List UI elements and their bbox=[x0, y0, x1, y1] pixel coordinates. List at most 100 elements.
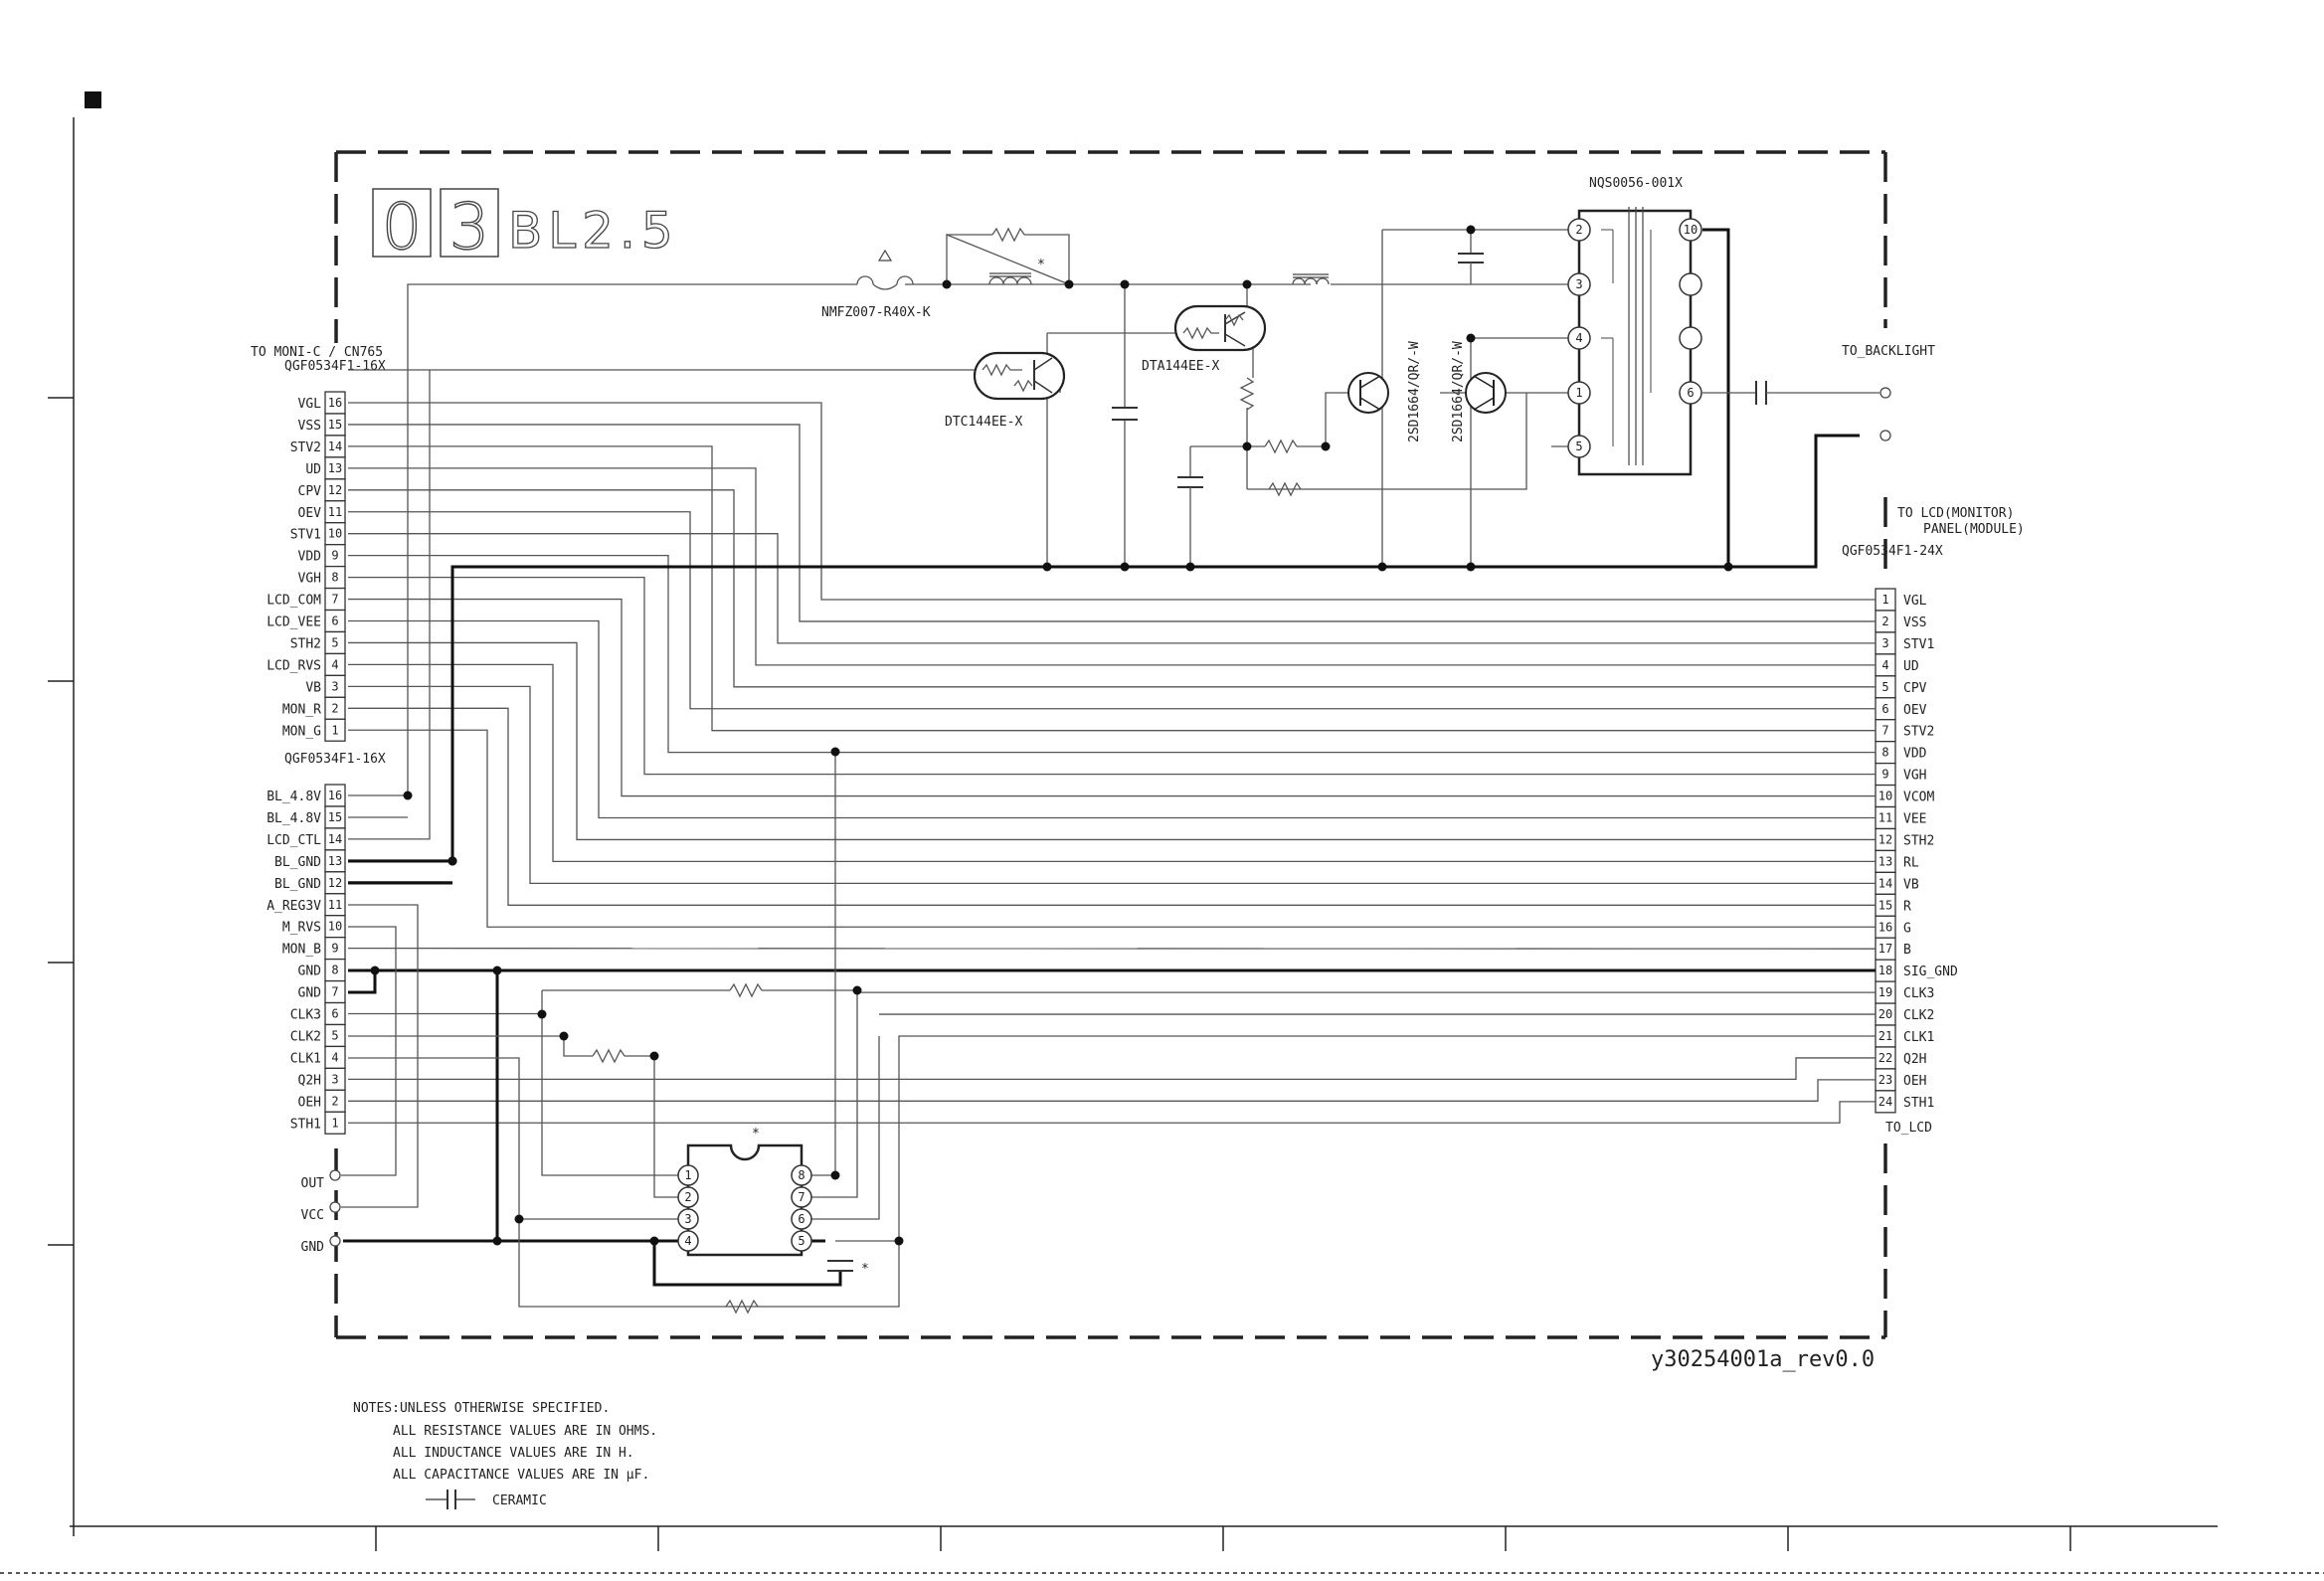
right-pin-number: 6 bbox=[1881, 702, 1888, 716]
transformer-pin-4: 4 bbox=[1575, 331, 1582, 345]
left-bottom-pin-number: 11 bbox=[328, 898, 342, 912]
left-bottom-pin-number: 5 bbox=[331, 1028, 338, 1042]
left-top-pin-number: 7 bbox=[331, 593, 338, 607]
ic-pin-3: 3 bbox=[684, 1212, 691, 1226]
signal-wires bbox=[347, 370, 1877, 1124]
right-pin-number: 21 bbox=[1878, 1029, 1892, 1043]
right-pin-number: 19 bbox=[1878, 985, 1892, 999]
left-top-pin-label: VGL bbox=[298, 397, 322, 412]
right-pin-number: 9 bbox=[1881, 768, 1888, 782]
transformer-pin-5: 5 bbox=[1575, 439, 1582, 453]
transformer-pin-2: 2 bbox=[1575, 223, 1582, 237]
signal-wire bbox=[347, 948, 1877, 950]
transformer bbox=[1567, 207, 1702, 476]
left-top-pin-number: 15 bbox=[328, 418, 342, 432]
left-top-connector-part: QGF0534F1-16X bbox=[284, 359, 386, 374]
left-top-pin-number: 16 bbox=[328, 396, 342, 410]
right-pin-label: Q2H bbox=[1903, 1052, 1926, 1067]
ic-pin-7: 7 bbox=[798, 1190, 804, 1204]
left-bottom-pin-number: 12 bbox=[328, 876, 342, 890]
left-bottom-connector-part: QGF0534F1-16X bbox=[284, 752, 386, 767]
right-pin-label: VCOM bbox=[1903, 790, 1934, 805]
right-pin-label: OEH bbox=[1903, 1074, 1926, 1089]
left-top-pin-label: STV2 bbox=[290, 440, 321, 455]
terminal-out-label: OUT bbox=[301, 1176, 325, 1191]
ic-pin-1: 1 bbox=[684, 1168, 691, 1182]
right-pin-number: 16 bbox=[1878, 920, 1892, 934]
left-top-pin-label: MON_R bbox=[282, 702, 321, 717]
left-top-connector-destination: TO MONI-C / CN765 bbox=[251, 345, 383, 360]
corner-marker bbox=[85, 91, 101, 108]
left-bottom-pin-number: 9 bbox=[331, 942, 338, 956]
right-pin-label: VGH bbox=[1903, 769, 1926, 784]
signal-wire bbox=[348, 370, 431, 840]
left-bottom-pin-label: BL_4.8V bbox=[267, 811, 321, 826]
dtc144ee-transistor bbox=[973, 351, 1066, 401]
right-pin-number: 8 bbox=[1881, 746, 1888, 760]
right-pin-label: STV2 bbox=[1903, 725, 1934, 740]
left-top-pin-number: 12 bbox=[328, 483, 342, 497]
left-top-pin-number: 14 bbox=[328, 439, 342, 453]
signal-wire bbox=[348, 533, 1876, 644]
right-pin-number: 2 bbox=[1881, 615, 1888, 628]
signal-wire bbox=[348, 489, 1876, 688]
right-pin-label: R bbox=[1903, 899, 1911, 914]
ic-pin-2: 2 bbox=[684, 1190, 691, 1204]
q2-part-number: 2SD1664/QR/-W bbox=[1451, 341, 1466, 442]
right-pin-number: 4 bbox=[1881, 658, 1888, 672]
ic-8pin bbox=[677, 1143, 812, 1257]
right-connector-part: QGF0534F1-24X bbox=[1842, 544, 1943, 559]
terminal-vcc-label: VCC bbox=[301, 1208, 324, 1223]
left-top-pin-box bbox=[324, 718, 346, 742]
right-pin-number: 1 bbox=[1881, 593, 1888, 607]
right-pin-number: 23 bbox=[1878, 1073, 1892, 1087]
right-pin-number: 11 bbox=[1878, 811, 1892, 825]
right-pin-number: 22 bbox=[1878, 1051, 1892, 1065]
ic-junctions bbox=[370, 747, 904, 1246]
left-bottom-pin-label: STH1 bbox=[290, 1117, 321, 1132]
transformer-pin-1: 1 bbox=[1575, 386, 1582, 400]
ic-pin-4: 4 bbox=[684, 1234, 691, 1248]
left-bottom-pin-label: BL_GND bbox=[274, 855, 321, 870]
right-pin-label: VSS bbox=[1903, 615, 1926, 630]
right-pin-label: B bbox=[1903, 943, 1911, 958]
signal-wire bbox=[348, 729, 1876, 928]
notes-line-3: ALL INDUCTANCE VALUES ARE IN H. bbox=[393, 1446, 634, 1461]
right-pin-label: STH1 bbox=[1903, 1096, 1934, 1111]
left-top-pin-number: 9 bbox=[331, 549, 338, 563]
signal-wire bbox=[348, 707, 1876, 906]
fuse-part-number: NMFZ007-R40X-K bbox=[821, 305, 931, 320]
right-pin-label: VEE bbox=[1903, 812, 1926, 827]
left-top-pin-label: OEV bbox=[298, 506, 322, 521]
transformer-part-number: NQS0056-001X bbox=[1589, 176, 1683, 191]
signal-wire bbox=[348, 685, 1876, 884]
left-bottom-pin-number: 16 bbox=[328, 789, 342, 802]
left-top-pin-label: LCD_COM bbox=[267, 594, 321, 609]
right-pin-number: 14 bbox=[1878, 876, 1892, 890]
ic-wiring bbox=[341, 752, 1876, 1315]
signal-wire bbox=[348, 1079, 1876, 1102]
ic-pin-8: 8 bbox=[798, 1168, 804, 1182]
signal-wire bbox=[348, 1101, 1876, 1124]
right-pin-label: CLK1 bbox=[1903, 1030, 1934, 1045]
left-bottom-pin-number: 10 bbox=[328, 920, 342, 934]
left-bottom-pin-label: OEH bbox=[298, 1095, 321, 1110]
right-pin-number: 5 bbox=[1881, 680, 1888, 694]
left-top-pin-number: 6 bbox=[331, 615, 338, 628]
right-connector-destination-2: PANEL(MODULE) bbox=[1923, 522, 2025, 537]
left-top-pin-number: 5 bbox=[331, 635, 338, 649]
right-connector-footer: TO_LCD bbox=[1885, 1121, 1932, 1136]
left-top-pin-label: MON_G bbox=[282, 724, 321, 739]
signal-wire bbox=[348, 424, 1876, 622]
right-pin-label: STV1 bbox=[1903, 637, 1934, 652]
notes-line-1: NOTES:UNLESS OTHERWISE SPECIFIED. bbox=[353, 1401, 610, 1416]
right-pin-label: VB bbox=[1903, 877, 1919, 892]
right-connector-destination: TO LCD(MONITOR) bbox=[1897, 506, 2014, 521]
title-digit-1: 0 bbox=[382, 191, 423, 264]
left-top-pin-label: VGH bbox=[298, 572, 321, 587]
ic-pin-6: 6 bbox=[798, 1212, 804, 1226]
right-pin-label: VGL bbox=[1903, 594, 1927, 609]
left-bottom-pin-number: 8 bbox=[331, 964, 338, 977]
left-top-pin-label: LCD_RVS bbox=[267, 658, 321, 673]
dta144ee-label: DTA144EE-X bbox=[1142, 359, 1219, 374]
